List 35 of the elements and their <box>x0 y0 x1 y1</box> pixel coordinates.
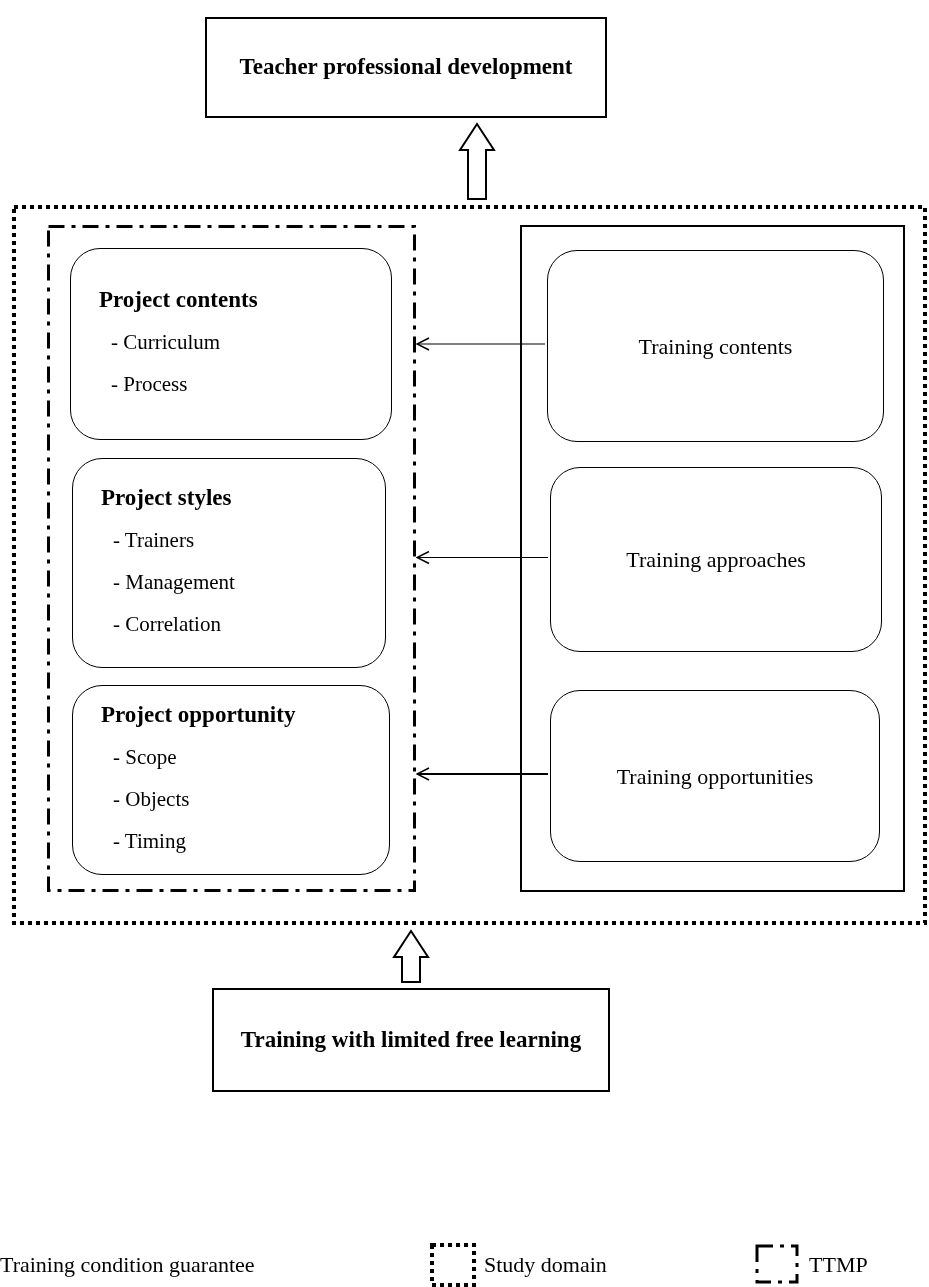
box-label: Training with limited free learning <box>240 1025 582 1054</box>
source-box <box>212 988 610 1092</box>
list-item: - Process <box>111 371 188 399</box>
training-box <box>550 467 882 652</box>
box-heading: Project opportunity <box>101 700 296 729</box>
list-item: - Scope <box>113 744 177 772</box>
project-box <box>70 248 392 440</box>
box-label: Training contents <box>638 332 793 361</box>
box-label: Teacher professional development <box>239 53 573 82</box>
arrow <box>416 550 549 565</box>
box-label: Training approaches <box>626 546 806 574</box>
legend-label: Training condition guarantee <box>0 1251 255 1279</box>
training-box <box>550 690 880 862</box>
outcome-box <box>205 17 607 118</box>
arrow <box>416 337 546 351</box>
list-item: - Timing <box>113 828 186 856</box>
ttmp-frame <box>47 225 417 893</box>
list-item: - Curriculum <box>111 329 221 357</box>
legend-label: Study domain <box>484 1251 607 1279</box>
project-box <box>72 685 390 875</box>
block-arrow <box>392 929 430 983</box>
box-heading: Project contents <box>99 285 258 314</box>
training-box <box>547 250 884 442</box>
list-item: - Objects <box>113 786 190 814</box>
legend-label: TTMP <box>809 1251 868 1279</box>
training-condition-frame <box>520 225 905 892</box>
box-label: Training opportunities <box>616 762 814 791</box>
block-arrow <box>458 122 496 200</box>
list-item: - Management <box>113 569 235 597</box>
list-item: - Trainers <box>113 527 195 555</box>
study-domain-frame <box>12 205 927 925</box>
box-heading: Project styles <box>101 483 232 512</box>
project-box <box>72 458 386 668</box>
list-item: - Correlation <box>113 611 221 639</box>
arrow <box>416 767 549 781</box>
